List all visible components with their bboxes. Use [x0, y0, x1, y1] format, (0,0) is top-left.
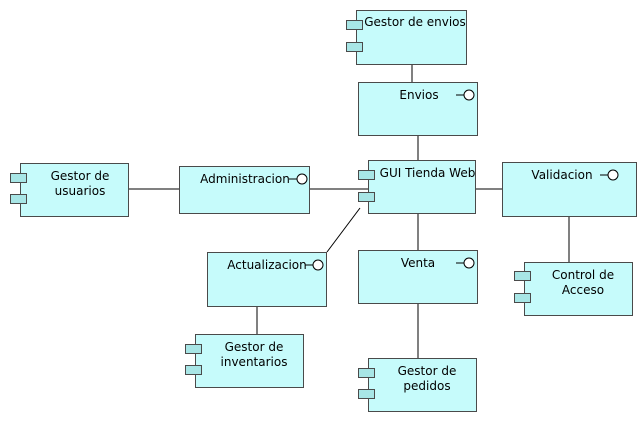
component-tab-icon	[10, 173, 27, 183]
component-label: Control de	[551, 268, 615, 282]
interface-label: Envios	[399, 88, 439, 102]
component-tab-icon	[346, 42, 363, 52]
component-tab-icon	[358, 192, 375, 202]
component-tab-icon	[514, 271, 531, 281]
component-gestor-envios[interactable]	[356, 10, 467, 65]
component-label: Gestor de	[397, 364, 457, 378]
interface-administracion[interactable]	[179, 166, 310, 214]
component-tab-icon	[185, 365, 202, 375]
interface-envios[interactable]	[358, 82, 478, 136]
interface-lollipop-icon	[305, 259, 324, 271]
component-gestor-inventarios[interactable]	[195, 334, 304, 388]
component-label: usuarios	[54, 184, 106, 198]
interface-venta[interactable]	[358, 250, 478, 304]
component-label: inventarios	[220, 355, 288, 369]
component-label: Gestor de	[224, 340, 284, 354]
interface-lollipop-icon	[600, 169, 619, 181]
connector-gui-actualizacion	[326, 207, 361, 253]
component-tab-icon	[10, 194, 27, 204]
interface-label: Venta	[400, 256, 436, 270]
interface-lollipop-icon	[456, 257, 475, 269]
component-label: Acceso	[561, 283, 605, 297]
interface-label: Administracion	[200, 172, 290, 186]
component-label: pedidos	[403, 379, 451, 393]
component-control-acceso[interactable]	[524, 262, 633, 316]
interface-label: Validacion	[531, 168, 593, 182]
component-gui-tienda-web[interactable]	[368, 160, 476, 214]
component-label: GUI Tienda Web	[379, 166, 476, 180]
component-gestor-pedidos[interactable]	[368, 358, 477, 412]
interface-actualizacion[interactable]	[207, 252, 327, 307]
component-tab-icon	[358, 389, 375, 399]
component-tab-icon	[346, 20, 363, 30]
interface-lollipop-icon	[456, 89, 475, 101]
component-label: Gestor de envios	[364, 15, 466, 29]
component-tab-icon	[514, 293, 531, 303]
interface-lollipop-icon	[289, 173, 308, 185]
component-tab-icon	[358, 170, 375, 180]
component-tab-icon	[185, 344, 202, 354]
interface-label: Actualizacion	[227, 258, 307, 272]
component-tab-icon	[358, 368, 375, 378]
component-label: Gestor de	[50, 169, 110, 183]
component-gestor-usuarios[interactable]	[20, 163, 129, 217]
